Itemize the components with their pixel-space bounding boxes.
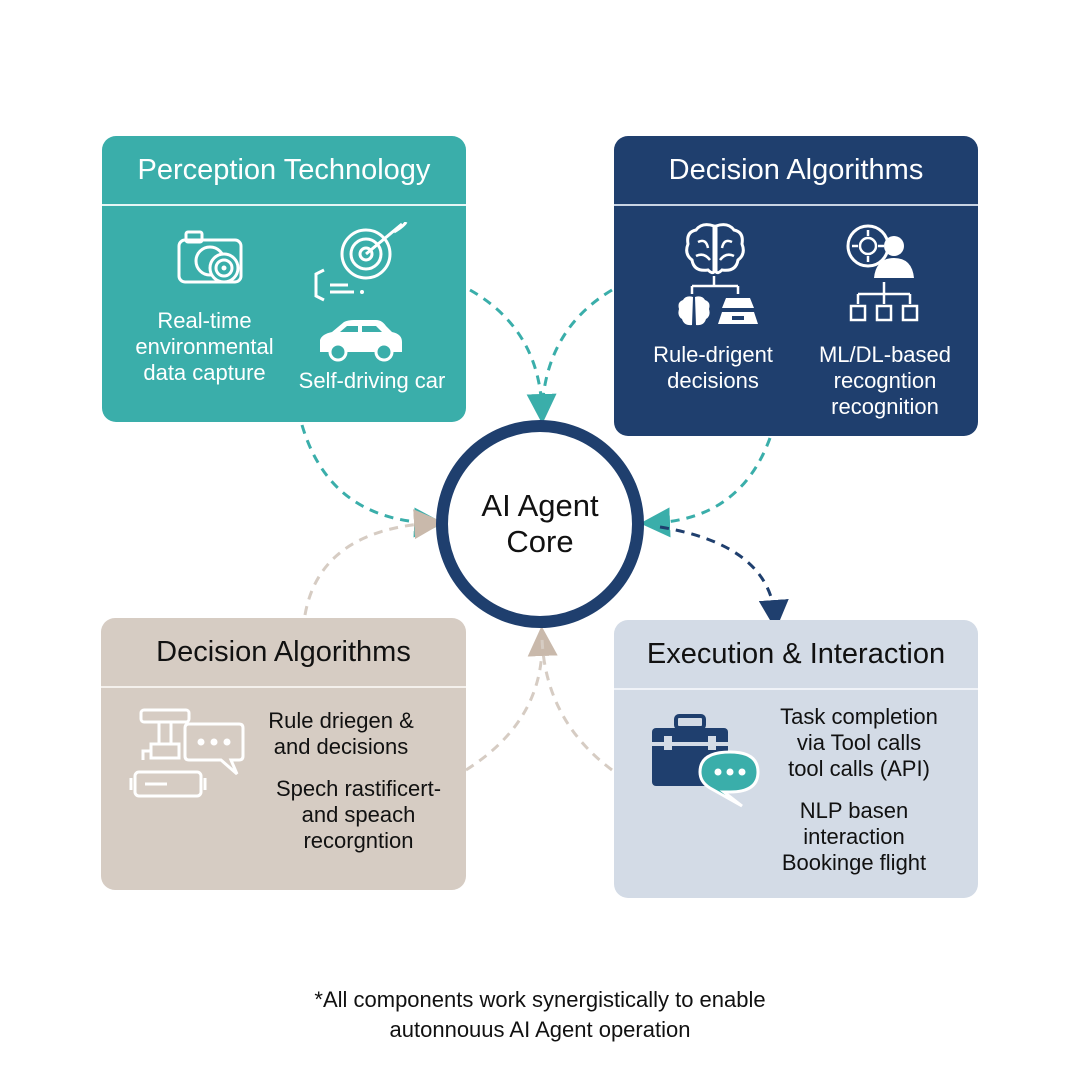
decision-top-item-1: Rule-drigent decisions xyxy=(653,342,773,393)
panel-title: Perception Technology xyxy=(137,154,431,186)
execution-item-2: NLP basen interaction Bookinge flight xyxy=(781,798,927,875)
camera-icon xyxy=(177,230,243,284)
ai-head-icon xyxy=(846,224,914,278)
decision-top-item-2: ML/DL-based recogntion recognition xyxy=(818,342,952,419)
connector-execution-to-core xyxy=(540,637,613,772)
chat-bubble-icon xyxy=(183,722,245,776)
brain-small-icon xyxy=(678,296,710,326)
brain-icon xyxy=(685,223,745,275)
connector-beige-bottom-to-core xyxy=(465,626,558,772)
radar-icon xyxy=(314,222,408,302)
core-label: AI Agent Core xyxy=(481,488,599,559)
panel-decision-top: Decision Algorithms Rule-drigent decisio… xyxy=(614,136,978,436)
panel-decision-bottom: Decision Algorithms Rule driegen & and d… xyxy=(101,618,466,890)
ai-agent-core: AI Agent Core xyxy=(436,420,644,628)
connector-perception-bottom-to-core xyxy=(300,424,444,538)
connector-beige-to-core xyxy=(303,509,444,616)
connector-decision-bottom-to-core xyxy=(640,437,772,538)
decision-bottom-item-2: Spech rastificert- and speach recorgntio… xyxy=(275,776,442,853)
hierarchy-icon xyxy=(849,282,919,322)
decision-bottom-item-1: Rule driegen & and decisions xyxy=(268,708,414,759)
chat-bubble-icon xyxy=(698,750,760,808)
panel-title: Execution & Interaction xyxy=(646,638,946,670)
connector-core-to-execution xyxy=(659,525,789,630)
hierarchy-icon xyxy=(690,276,740,294)
perception-item-2: Self-driving car xyxy=(298,368,446,393)
connector-decision-to-core-a xyxy=(540,288,613,413)
panel-execution: Execution & Interaction Task completion … xyxy=(614,620,978,898)
panel-title: Decision Algorithms xyxy=(156,636,411,668)
robot-arm-icon xyxy=(129,708,207,798)
balance-icon xyxy=(718,298,758,324)
car-icon xyxy=(320,320,402,362)
execution-item-1: Task completion via Tool calls tool call… xyxy=(780,704,938,781)
footnote: *All components work synergistically to … xyxy=(314,987,766,1042)
panel-title: Decision Algorithms xyxy=(668,154,924,186)
connector-perception-to-core xyxy=(469,288,557,424)
panel-perception: Perception Technology Real-time environm… xyxy=(102,136,466,422)
perception-item-1: Real-time environmental data capture xyxy=(135,308,274,385)
